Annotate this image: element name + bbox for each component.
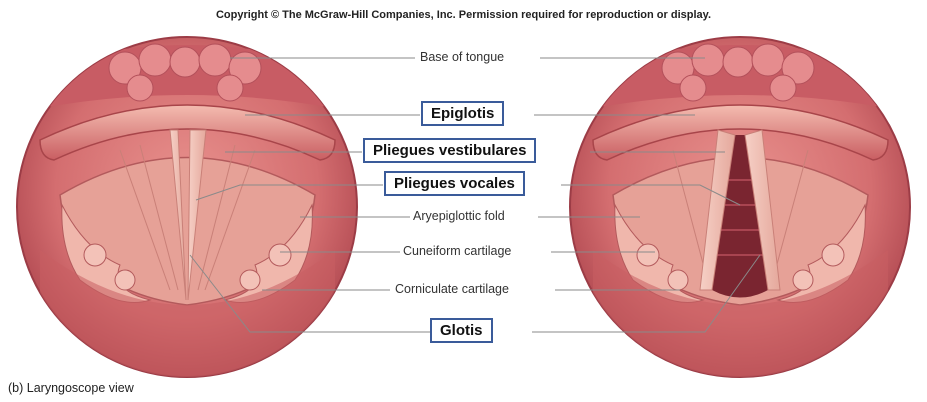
label-pliegues-vestibulares: Pliegues vestibulares — [363, 138, 536, 163]
label-cuneiform-cartilage: Cuneiform cartilage — [400, 244, 514, 258]
left-larynx-view — [17, 37, 357, 380]
right-larynx-view — [570, 37, 910, 380]
label-aryepiglottic-fold: Aryepiglottic fold — [410, 209, 508, 223]
label-epiglotis: Epiglotis — [421, 101, 504, 126]
figure-caption: (b) Laryngoscope view — [8, 381, 134, 395]
label-base-of-tongue: Base of tongue — [417, 50, 507, 64]
label-corniculate-cartilage: Corniculate cartilage — [392, 282, 512, 296]
label-pliegues-vocales: Pliegues vocales — [384, 171, 525, 196]
label-glotis: Glotis — [430, 318, 493, 343]
